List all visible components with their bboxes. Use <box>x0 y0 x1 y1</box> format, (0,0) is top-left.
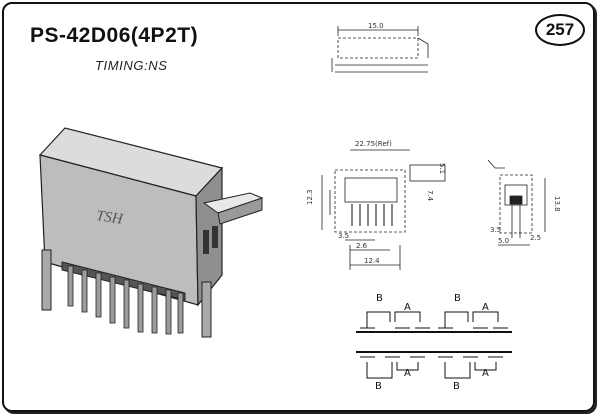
side-dim-b: 5.0 <box>498 237 509 245</box>
schematic-label-a2: A <box>482 302 489 313</box>
page-number: 257 <box>545 20 575 39</box>
schematic-label-a3: A <box>404 368 411 379</box>
lead-pitch-dim-b: 12.4 <box>364 257 380 265</box>
schematic-bottom-right <box>434 351 512 379</box>
side-top-dim: 22.75(Ref) <box>355 140 392 148</box>
lead-pitch-dim-c: 3.5 <box>338 232 349 240</box>
page-frame <box>2 2 595 412</box>
schematic-label-b2: B <box>454 293 461 304</box>
timing-subtitle: TIMING:NS <box>95 58 168 73</box>
top-view-drawing <box>331 26 429 73</box>
schematic-top-right <box>434 311 512 333</box>
schematic-label-b3: B <box>375 381 382 392</box>
terminal-pins <box>67 265 184 335</box>
schematic-label-a1: A <box>404 302 411 313</box>
front-height-dim-3: 7.4 <box>426 190 434 202</box>
part-number-title: PS-42D06(4P2T) <box>30 24 199 47</box>
schematic-bottom-left <box>356 351 434 379</box>
brand-mark: TSH <box>95 208 125 228</box>
circuit-schematic <box>356 311 512 379</box>
side-dim-a: 3.5 <box>490 226 501 234</box>
side-dim-c: 2.5 <box>530 234 541 242</box>
right-height-dim: 13.8 <box>553 196 561 212</box>
side-view-drawing <box>487 159 546 246</box>
schematic-top-left <box>356 311 434 333</box>
lead-pitch-dim-a: 2.6 <box>356 242 368 250</box>
schematic-label-b1: B <box>376 293 383 304</box>
front-height-dim-1: 12.3 <box>306 189 314 205</box>
front-view-drawing <box>321 149 446 270</box>
page-number-badge: 257 <box>535 14 585 46</box>
top-width-dim: 15.0 <box>368 22 384 30</box>
schematic-label-a4: A <box>482 368 489 379</box>
schematic-label-b4: B <box>453 381 460 392</box>
switch-photo: TSH <box>38 127 264 338</box>
front-height-dim-2: 5.1 <box>438 163 446 174</box>
